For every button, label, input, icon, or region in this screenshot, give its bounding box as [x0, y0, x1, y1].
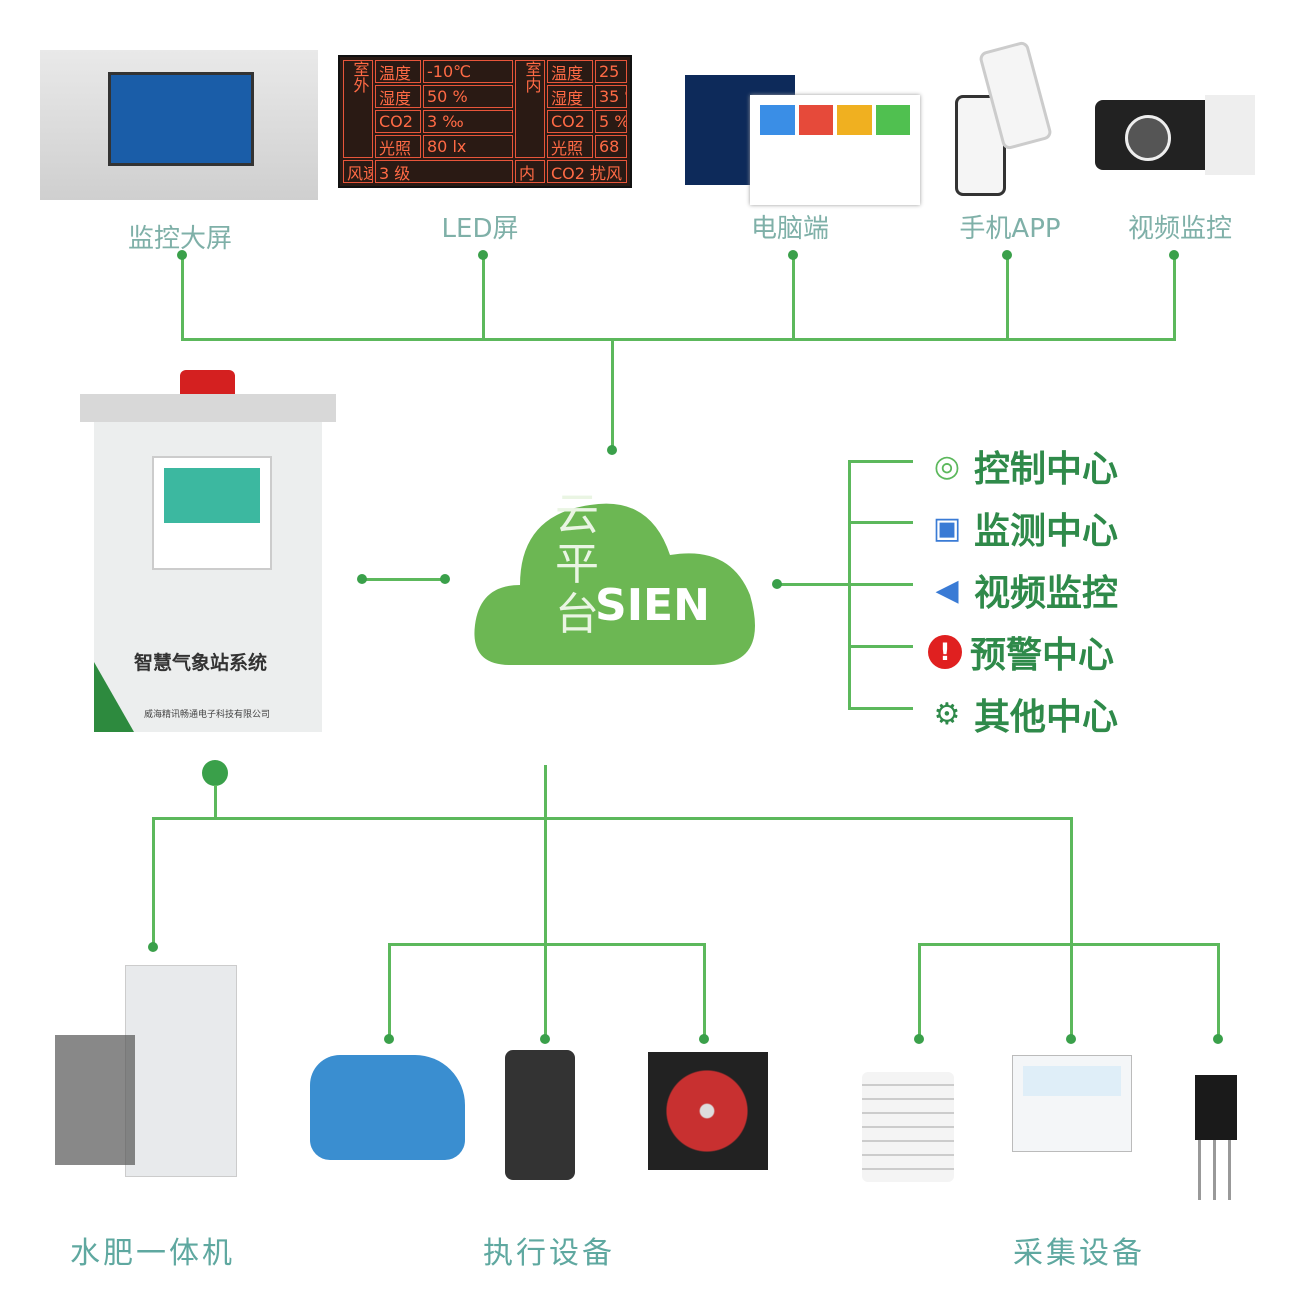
- output-label: 视频监控: [1127, 214, 1232, 244]
- group-label: 水肥一体机: [70, 1236, 235, 1271]
- pump-image: [505, 1050, 575, 1180]
- output-label: LED屏: [441, 214, 519, 244]
- cabinet-company: 威海精讯畅通电子科技有限公司: [144, 710, 271, 720]
- led-screen-image: 室外 温度 -10℃ 室内 温度 25 ℃ 湿度 50 % 湿度 35 % CO…: [338, 55, 632, 188]
- output-label: 电脑端: [750, 214, 829, 244]
- video-center[interactable]: ◀ 视频监控: [928, 564, 1118, 616]
- sensor-box-image: [1012, 1055, 1132, 1152]
- led-cell: 68 lx: [595, 135, 627, 158]
- center-label: 视频监控: [974, 573, 1119, 614]
- sien-stamp-logo: SIEN: [595, 580, 710, 631]
- radiation-shield-image: [862, 1072, 954, 1182]
- led-cell: CO2: [375, 110, 421, 133]
- soil-sensor-image: [1195, 1075, 1237, 1140]
- group-label: 采集设备: [1013, 1236, 1145, 1271]
- led-cell: 温度: [375, 60, 421, 83]
- computer-image: [655, 65, 925, 210]
- output-label: 监控大屏: [127, 224, 232, 254]
- camera-image: [1095, 40, 1265, 190]
- fertigation-machine-image: [50, 965, 240, 1180]
- led-cell: 温度: [547, 60, 593, 83]
- led-cell: 3 ‰: [423, 110, 513, 133]
- cabinet-title: 智慧气象站系统: [134, 652, 268, 674]
- ring-icon: ◎: [933, 448, 961, 484]
- led-cell: 25 ℃: [595, 60, 627, 83]
- fan-image: [648, 1052, 768, 1170]
- big-screen-image: [40, 50, 318, 200]
- phone-image: [955, 40, 1054, 196]
- alert-icon: !: [928, 635, 962, 669]
- led-cell: 湿度: [547, 85, 593, 108]
- led-cell: CO2: [547, 110, 593, 133]
- led-cell: 35 %: [595, 85, 627, 108]
- other-center[interactable]: ⚙ 其他中心: [928, 688, 1118, 740]
- cloud-label: 云平台: [555, 489, 599, 640]
- monitoring-center[interactable]: ▣ 监测中心: [928, 502, 1118, 554]
- output-label: 手机APP: [959, 214, 1061, 244]
- led-indoor: 室内: [515, 60, 545, 158]
- group-label: 执行设备: [483, 1236, 615, 1271]
- control-center[interactable]: ◎ 控制中心: [928, 440, 1118, 492]
- monitor-icon: ▣: [932, 510, 962, 546]
- led-cell: 光照: [375, 135, 421, 158]
- cloud-icon: [474, 503, 755, 665]
- weather-station-cabinet: 智慧气象站系统 威海精讯畅通电子科技有限公司: [80, 370, 340, 735]
- led-cell: 内: [515, 160, 545, 183]
- led-cell: 50 %: [423, 85, 513, 108]
- led-cell: 80 lx: [423, 135, 513, 158]
- center-label: 控制中心: [974, 449, 1119, 490]
- center-label: 监测中心: [974, 511, 1119, 552]
- led-outdoor: 室外: [343, 60, 373, 158]
- led-cell: CO2 扰风: [547, 160, 627, 183]
- alert-center[interactable]: !预警中心: [928, 626, 1114, 678]
- led-cell: 3 级: [375, 160, 513, 183]
- motor-image: [310, 1055, 465, 1160]
- cloud-platform: 云平台 SIEN: [470, 475, 770, 675]
- led-cell: 湿度: [375, 85, 421, 108]
- led-cell: -10℃: [423, 60, 513, 83]
- camera-icon: ◀: [935, 572, 959, 608]
- soil-sensor-probes: [1198, 1140, 1234, 1200]
- center-label: 预警中心: [970, 635, 1115, 676]
- led-cell: 光照: [547, 135, 593, 158]
- center-label: 其他中心: [974, 697, 1119, 738]
- gear-icon: ⚙: [933, 696, 961, 732]
- led-cell: 5 ‰: [595, 110, 627, 133]
- led-cell: 风速: [343, 160, 373, 183]
